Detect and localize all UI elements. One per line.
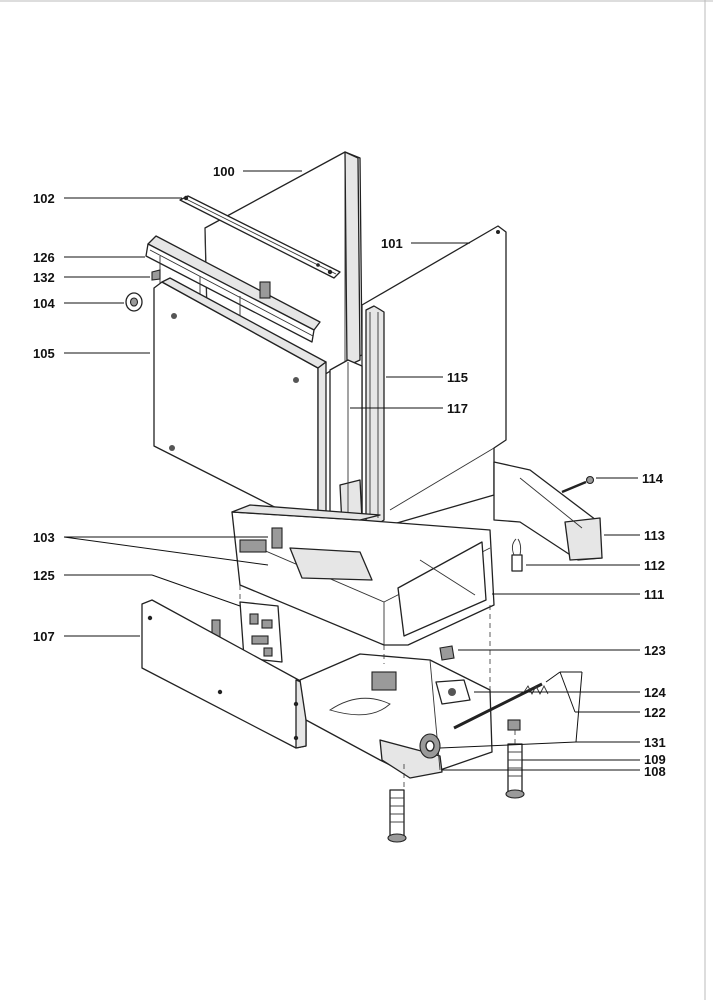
- callout-107: 107: [33, 629, 55, 644]
- callout-113: 113: [644, 528, 665, 543]
- part-101-side-panel: [361, 225, 507, 526]
- callout-100: 100: [213, 164, 235, 179]
- part-109-leveling-foot-left: [387, 789, 407, 843]
- part-109-leveling-foot-right: [505, 743, 525, 799]
- callout-117: 117: [447, 401, 468, 416]
- part-111-base-frame: [231, 504, 495, 646]
- part-104-cap: [125, 292, 143, 312]
- part-124-bracket: [435, 679, 471, 705]
- part-122-spring-rod: [453, 682, 549, 731]
- part-125-pcb: [239, 601, 283, 663]
- part-115-seal-strip: [365, 305, 385, 526]
- callout-111: 111: [644, 587, 664, 602]
- callout-105: 105: [33, 346, 55, 361]
- part-112-connector: [511, 538, 523, 572]
- part-123-clip: [439, 645, 455, 661]
- part-131-wheel: [419, 733, 441, 759]
- callout-122: 122: [644, 705, 666, 720]
- callout-114: 114: [642, 471, 664, 486]
- part-117-inner-channel: [329, 359, 363, 526]
- part-102-top-rail: [179, 195, 341, 279]
- callout-labels: 100 102 101 126 132 104 105 115 117 114 …: [33, 164, 666, 779]
- callout-103: 103: [33, 530, 55, 545]
- callout-101: 101: [381, 236, 403, 251]
- callout-104: 104: [33, 296, 55, 311]
- callout-115: 115: [447, 370, 468, 385]
- part-108-base-pan: [299, 653, 493, 779]
- callout-132: 132: [33, 270, 55, 285]
- callout-125: 125: [33, 568, 55, 583]
- callout-123: 123: [644, 643, 666, 658]
- callout-112: 112: [644, 558, 665, 573]
- part-132-clip: [151, 269, 161, 281]
- callout-102: 102: [33, 191, 55, 206]
- part-107-kick-plate: [141, 599, 307, 749]
- part-105-door-panel: [153, 277, 327, 527]
- callout-124: 124: [644, 685, 666, 700]
- alignment-guides: [239, 585, 516, 790]
- callout-108: 108: [644, 764, 666, 779]
- callout-131: 131: [644, 735, 666, 750]
- part-114-screw: [561, 475, 595, 494]
- leader-lines: [63, 170, 640, 771]
- callout-109: 109: [644, 752, 666, 767]
- part-113-cover: [493, 461, 603, 561]
- callout-126: 126: [33, 250, 55, 265]
